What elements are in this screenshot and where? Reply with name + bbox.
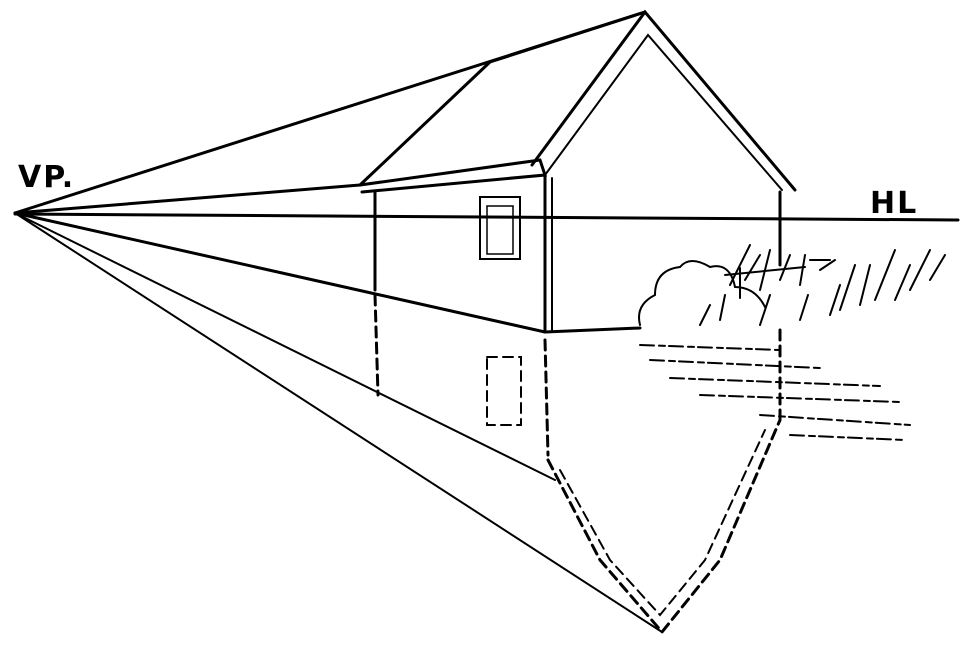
vanishing-lines xyxy=(13,10,663,633)
window xyxy=(479,196,521,260)
bushes xyxy=(638,244,946,326)
water-ripples xyxy=(639,344,911,441)
house xyxy=(358,9,797,334)
reflection xyxy=(373,293,782,635)
vanishing-point-label: VP. xyxy=(18,160,76,195)
horizon-line-label: HL xyxy=(870,186,919,221)
